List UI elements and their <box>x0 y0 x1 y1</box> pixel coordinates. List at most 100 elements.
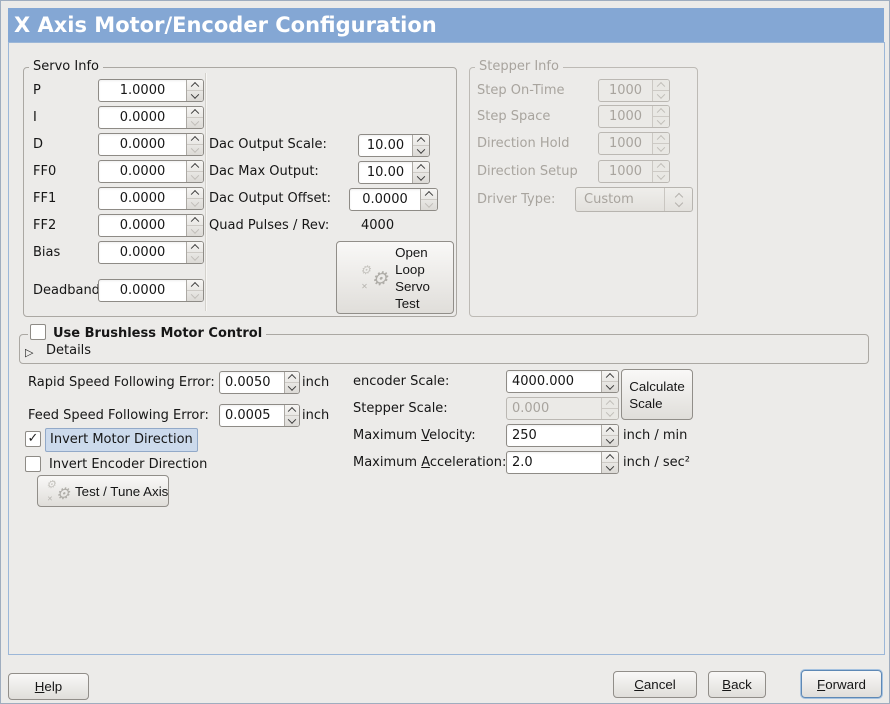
rapid-following-error-value[interactable]: 0.0050 <box>225 375 271 390</box>
gear-icon: ⚙ <box>371 268 389 290</box>
spin-up-button <box>653 161 669 171</box>
ff1-label: FF1 <box>33 191 57 206</box>
spin-down-button <box>187 117 203 128</box>
d-spinbox[interactable]: 0.0000 <box>98 133 204 156</box>
ff2-spinbox[interactable]: 0.0000 <box>98 214 204 237</box>
spin-up-button[interactable] <box>602 425 618 435</box>
spin-up-button[interactable] <box>285 405 299 415</box>
spin-down-button[interactable] <box>602 435 618 446</box>
spin-up-button[interactable] <box>187 215 203 225</box>
driver-type-value: Custom <box>584 192 634 207</box>
stepper-info-legend: Stepper Info <box>475 59 563 75</box>
encoder-scale-label: encoder Scale: <box>353 374 450 389</box>
brushless-legend: Use Brushless Motor Control <box>28 324 267 342</box>
dac-output-offset-spinbox[interactable]: 0.0000 <box>349 188 438 211</box>
spin-up-button[interactable] <box>187 280 203 290</box>
deadband-spinbox[interactable]: 0.0000 <box>98 279 204 302</box>
forward-button[interactable]: Forward <box>801 670 882 698</box>
i-spinbox[interactable]: 0.0000 <box>98 106 204 129</box>
spin-up-button[interactable] <box>285 372 299 382</box>
invert-encoder-direction-label[interactable]: Invert Encoder Direction <box>49 457 208 472</box>
step-on-time-value: 1000 <box>608 83 643 98</box>
feed-following-error-spinbox[interactable]: 0.0005 <box>219 404 300 427</box>
gears-icon: ⚙ ⚙ ✕ <box>46 478 70 504</box>
encoder-scale-spinbox[interactable]: 4000.000 <box>506 370 619 393</box>
dac-output-scale-spinbox[interactable]: 10.00 <box>358 134 430 157</box>
maximum-acceleration-unit: inch / sec² <box>623 455 691 470</box>
spin-up-button <box>653 133 669 143</box>
i-label: I <box>33 110 37 125</box>
spin-up-button[interactable] <box>602 371 618 381</box>
spin-down-button[interactable] <box>285 382 299 393</box>
spin-up-button[interactable] <box>187 242 203 252</box>
feed-following-error-value[interactable]: 0.0005 <box>225 408 271 423</box>
bias-value[interactable]: 0.0000 <box>119 245 166 260</box>
back-button[interactable]: Back <box>708 671 766 698</box>
ff1-value[interactable]: 0.0000 <box>119 191 166 206</box>
open-loop-button-label: Open Loop Servo Test <box>395 244 430 311</box>
invert-encoder-direction-checkbox[interactable] <box>25 456 41 472</box>
x-icon: ✕ <box>361 281 368 291</box>
spin-down-button[interactable] <box>413 145 429 156</box>
maximum-velocity-value[interactable]: 250 <box>512 428 537 443</box>
use-brushless-checkbox[interactable] <box>30 324 46 340</box>
invert-motor-direction-label[interactable]: Invert Motor Direction <box>45 428 198 452</box>
spin-up-button[interactable] <box>413 135 429 145</box>
spin-down-button[interactable] <box>413 172 429 183</box>
step-space-spinbox: 1000 <box>598 105 670 128</box>
spin-up-button[interactable] <box>602 452 618 462</box>
rapid-following-error-label: Rapid Speed Following Error: <box>28 375 215 390</box>
ff0-label: FF0 <box>33 164 57 179</box>
spin-up-button[interactable] <box>187 107 203 117</box>
cancel-button[interactable]: Cancel <box>613 671 697 698</box>
bias-spinbox[interactable]: 0.0000 <box>98 241 204 264</box>
invert-motor-direction-checkbox[interactable]: ✓ <box>25 431 41 447</box>
calculate-scale-button[interactable]: Calculate Scale <box>621 369 693 420</box>
maximum-acceleration-label: Maximum Acceleration: <box>353 455 507 470</box>
ff2-value[interactable]: 0.0000 <box>119 218 166 233</box>
dac-output-scale-value[interactable]: 10.00 <box>366 138 405 153</box>
dac-output-offset-value[interactable]: 0.0000 <box>362 192 408 207</box>
rapid-following-error-spinbox[interactable]: 0.0050 <box>219 371 300 394</box>
i-value[interactable]: 0.0000 <box>119 110 166 125</box>
direction-setup-spinbox: 1000 <box>598 160 670 183</box>
spin-up-button[interactable] <box>187 134 203 144</box>
d-value[interactable]: 0.0000 <box>119 137 166 152</box>
spin-up-button[interactable] <box>187 161 203 171</box>
ff1-spinbox[interactable]: 0.0000 <box>98 187 204 210</box>
dac-max-output-value[interactable]: 10.00 <box>366 165 405 180</box>
open-loop-servo-test-button[interactable]: ⚙ ⚙ ✕ Open Loop Servo Test <box>336 241 454 314</box>
spin-down-button[interactable] <box>602 462 618 473</box>
details-expander-label[interactable]: Details <box>46 343 92 358</box>
ff0-spinbox[interactable]: 0.0000 <box>98 160 204 183</box>
spin-down-button <box>653 143 669 154</box>
direction-hold-value: 1000 <box>608 136 643 151</box>
spin-down-button[interactable] <box>602 381 618 392</box>
p-spinbox[interactable]: 1.0000 <box>98 79 204 102</box>
spin-up-button[interactable] <box>187 80 203 90</box>
spin-down-button <box>187 144 203 155</box>
ff0-value[interactable]: 0.0000 <box>119 164 166 179</box>
spin-down-button <box>187 252 203 263</box>
deadband-value[interactable]: 0.0000 <box>119 283 166 298</box>
test-tune-axis-button[interactable]: ⚙ ⚙ ✕ Test / Tune Axis <box>37 475 169 507</box>
spin-up-button[interactable] <box>187 188 203 198</box>
encoder-scale-value[interactable]: 4000.000 <box>512 374 575 389</box>
spin-up-button[interactable] <box>421 189 437 199</box>
gears-icon: ⚙ ⚙ ✕ <box>360 263 388 293</box>
spin-down-button[interactable] <box>187 90 203 101</box>
dac-max-output-spinbox[interactable]: 10.00 <box>358 161 430 184</box>
dac-max-output-label: Dac Max Output: <box>209 164 319 179</box>
calculate-scale-label: Calculate Scale <box>629 378 685 411</box>
maximum-acceleration-value[interactable]: 2.0 <box>512 455 533 470</box>
spin-down-button <box>653 90 669 101</box>
spin-up-button[interactable] <box>413 162 429 172</box>
help-button[interactable]: Help <box>8 673 89 700</box>
spin-down-button[interactable] <box>285 415 299 426</box>
maximum-acceleration-spinbox[interactable]: 2.0 <box>506 451 619 474</box>
maximum-velocity-spinbox[interactable]: 250 <box>506 424 619 447</box>
p-value[interactable]: 1.0000 <box>119 83 166 98</box>
d-label: D <box>33 137 44 152</box>
p-label: P <box>33 83 41 98</box>
expander-triangle-icon[interactable]: ▷ <box>25 346 34 359</box>
